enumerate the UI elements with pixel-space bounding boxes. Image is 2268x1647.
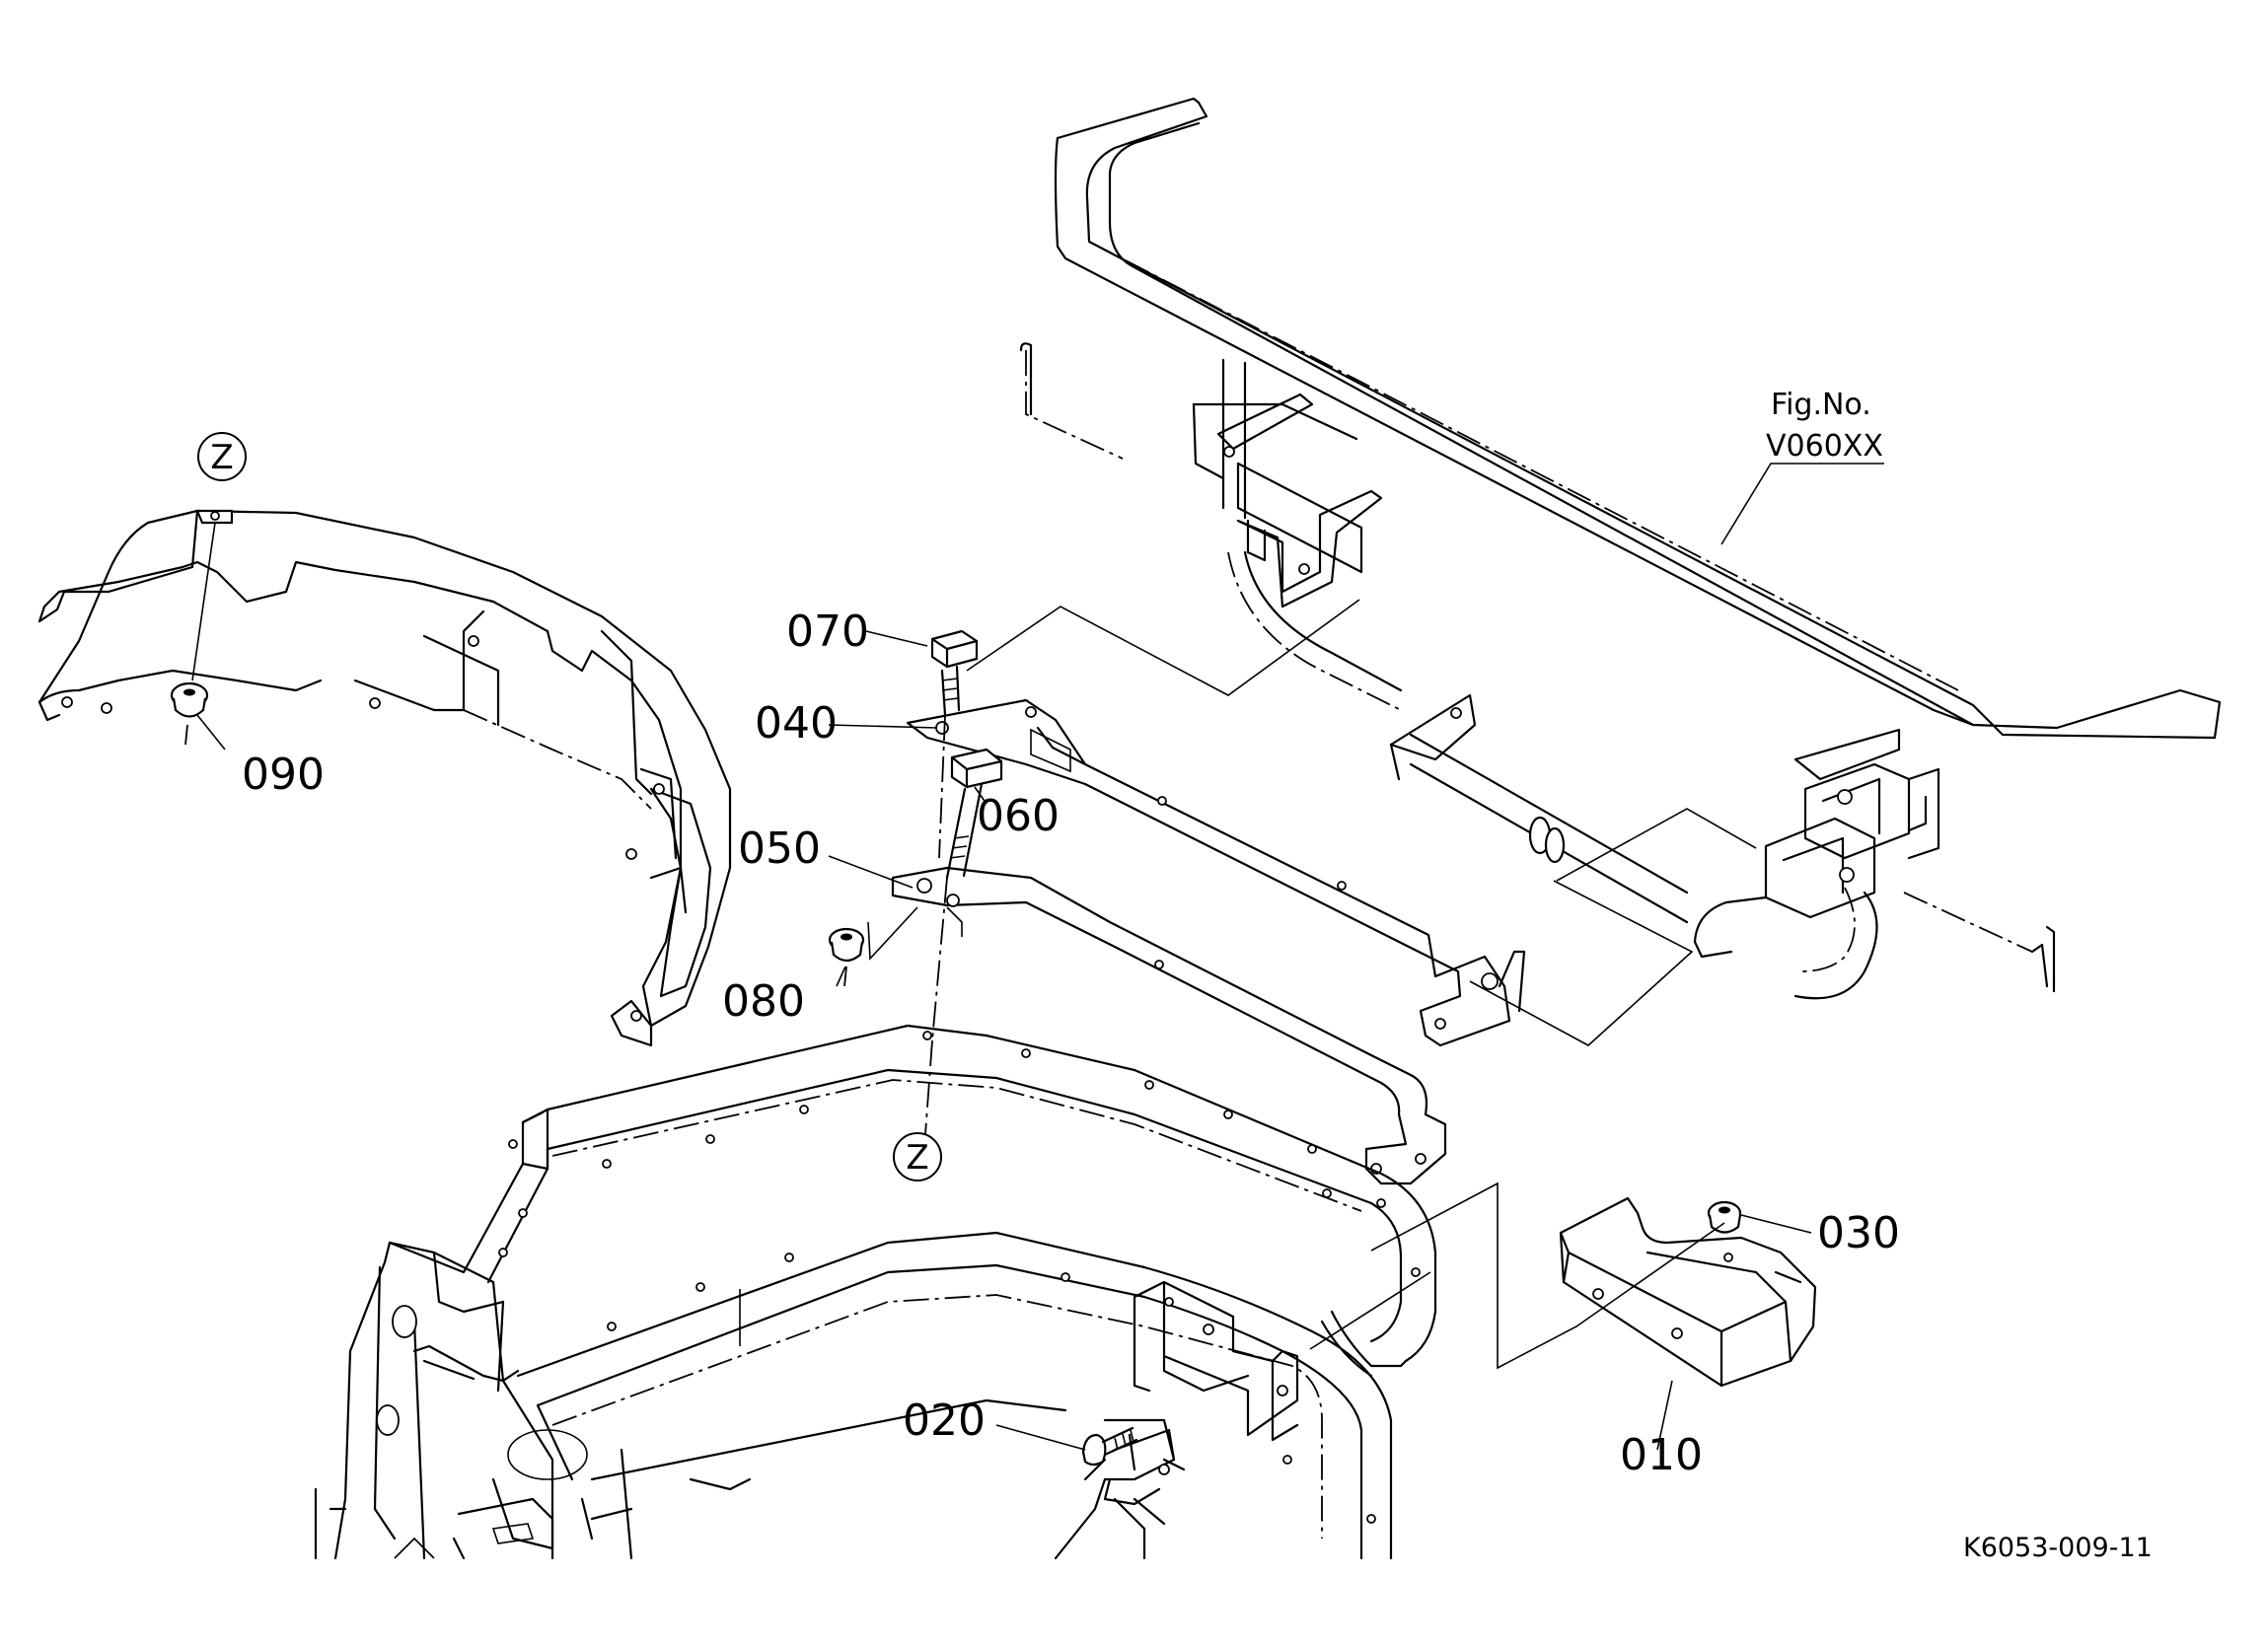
z-marker-top-text: Z [210, 438, 233, 477]
label-090: 090 [242, 750, 325, 800]
rear-bumper-assembly [966, 97, 2222, 1046]
label-040: 040 [755, 698, 838, 749]
label-010: 010 [1620, 1430, 1703, 1480]
perforated-cover [37, 509, 732, 1047]
z-marker-bottom-text: Z [906, 1138, 928, 1178]
z-marker-bottom: Z [893, 1039, 942, 1182]
part-090-nut [170, 681, 209, 746]
fig-leader [1720, 463, 1884, 545]
part-070-bolt [930, 629, 979, 859]
z-leader-top [191, 522, 216, 681]
main-frame [314, 1024, 1437, 1560]
part-010-tray [1559, 1196, 1817, 1388]
part-020-bolt [1081, 1426, 1138, 1467]
part-060-bolt [931, 748, 1003, 1041]
label-020: 020 [903, 1396, 986, 1446]
label-060: 060 [977, 791, 1060, 841]
label-070: 070 [786, 607, 869, 657]
label-030: 030 [1817, 1208, 1900, 1258]
part-030-nut [1707, 1200, 1742, 1234]
part-050-bracket [891, 866, 1447, 1185]
fig-no-value: V060XX [1766, 429, 1883, 464]
label-080: 080 [722, 976, 805, 1027]
drawing-code: K6053-009-11 [1963, 1533, 2153, 1563]
label-050: 050 [738, 824, 821, 874]
fig-no-label: Fig.No. [1771, 388, 1871, 422]
leader-lines [196, 630, 1812, 1451]
part-080-nut [828, 906, 918, 987]
z-marker-top: Z [197, 432, 247, 481]
part-040-bracket [906, 698, 1526, 1047]
